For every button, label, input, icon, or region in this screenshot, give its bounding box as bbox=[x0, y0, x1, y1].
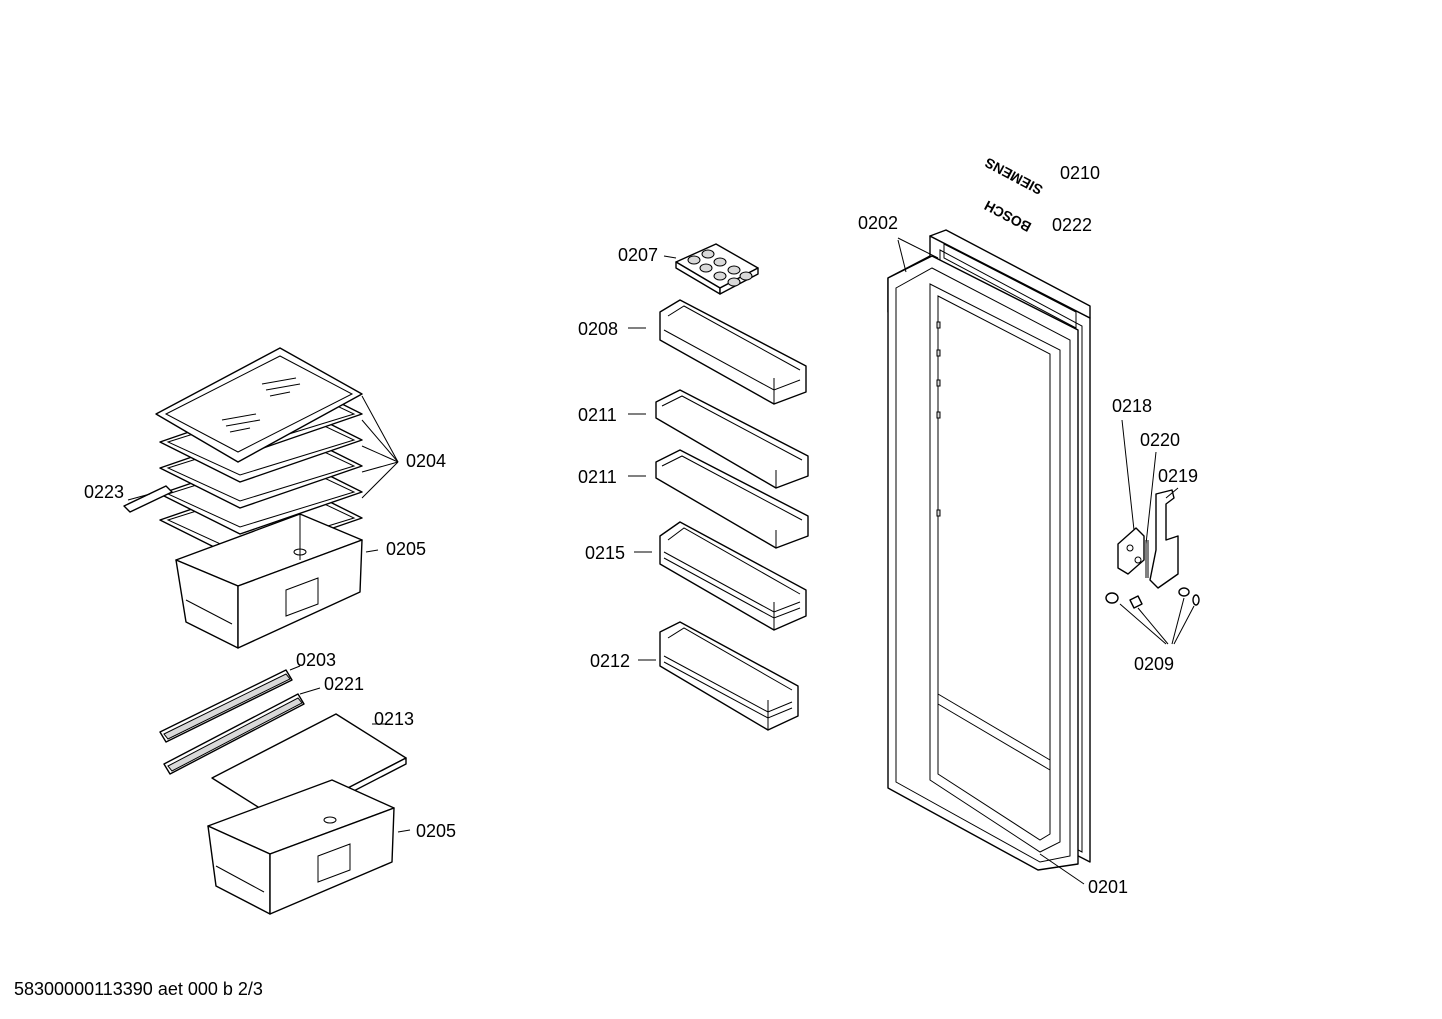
svg-text:BOSCH: BOSCH bbox=[982, 197, 1034, 235]
part-label-0210: 0210 bbox=[1060, 163, 1100, 183]
part-label-0213: 0213 bbox=[374, 709, 414, 729]
part-label-0208: 0208 bbox=[578, 319, 618, 339]
part-label-0221: 0221 bbox=[324, 674, 364, 694]
svg-text:SIEMENS: SIEMENS bbox=[982, 155, 1045, 199]
part-label-0211: 0211 bbox=[578, 467, 617, 487]
part-label-0205: 0205 bbox=[386, 539, 426, 559]
shelf-leaders bbox=[361, 395, 399, 499]
egg-tray bbox=[663, 243, 759, 295]
trim-strip bbox=[123, 485, 173, 513]
part-label-0220: 0220 bbox=[1140, 430, 1180, 450]
part-labels: 0210 0222 0202 0207 0208 0211 0211 0215 … bbox=[84, 163, 1198, 897]
part-label-0209: 0209 bbox=[1134, 654, 1174, 674]
part-label-0223: 0223 bbox=[84, 482, 124, 502]
glass-shelves bbox=[155, 347, 399, 561]
glass-shelf-top bbox=[155, 347, 363, 463]
document-id: 58300000113390 aet 000 b 2/3 bbox=[14, 979, 263, 999]
part-label-0211: 0211 bbox=[578, 405, 617, 425]
hinge-pin bbox=[1145, 540, 1149, 578]
part-label-0207: 0207 bbox=[618, 245, 658, 265]
screws bbox=[1105, 587, 1200, 609]
part-label-0212: 0212 bbox=[590, 651, 630, 671]
part-label-0218: 0218 bbox=[1112, 396, 1152, 416]
door-shelf-0215 bbox=[634, 521, 807, 631]
hinge-leaders bbox=[1119, 419, 1195, 645]
part-label-0203: 0203 bbox=[296, 650, 336, 670]
door-assembly bbox=[887, 229, 1091, 885]
part-label-0201: 0201 bbox=[1088, 877, 1128, 897]
hinge-bracket bbox=[1117, 527, 1145, 575]
part-label-0219: 0219 bbox=[1158, 466, 1198, 486]
part-label-0215: 0215 bbox=[585, 543, 625, 563]
door-shelf-0212 bbox=[638, 621, 799, 731]
crisper-drawer-lower bbox=[207, 779, 411, 915]
flap-strip bbox=[163, 687, 321, 775]
crisper-drawer-upper bbox=[175, 513, 379, 649]
part-label-0222: 0222 bbox=[1052, 215, 1092, 235]
brand-badge-bosch: BOSCH bbox=[982, 197, 1034, 235]
flap-strip bbox=[159, 665, 301, 743]
door-shelf-0208 bbox=[628, 299, 807, 405]
hinge-cover bbox=[1149, 489, 1179, 589]
door-shelf-0211 bbox=[628, 449, 809, 549]
part-label-0205: 0205 bbox=[416, 821, 456, 841]
brand-badge-siemens: SIEMENS bbox=[982, 155, 1045, 199]
part-label-0204: 0204 bbox=[406, 451, 446, 471]
door-shelf-0211 bbox=[628, 389, 809, 489]
part-label-0202: 0202 bbox=[858, 213, 898, 233]
